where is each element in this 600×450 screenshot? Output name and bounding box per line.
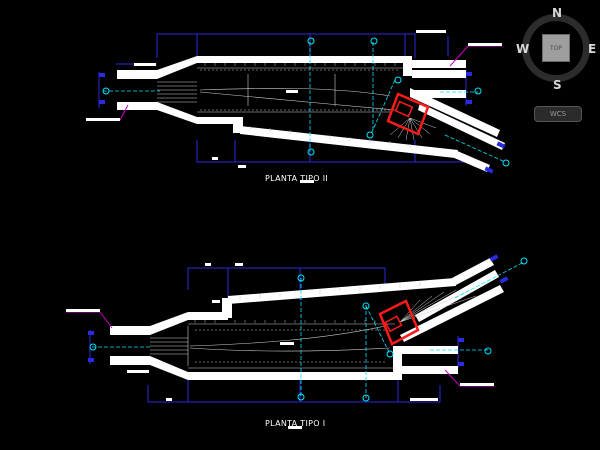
compass-north-label[interactable]: N — [552, 6, 563, 20]
dimension-lines — [98, 33, 467, 163]
axis-marker-icon-bottom — [89, 257, 528, 402]
plan-tipo-i — [66, 254, 528, 429]
viewcube-top-face-icon[interactable]: TOP — [542, 34, 570, 62]
stairs-bottom — [150, 323, 395, 369]
compass-west-label[interactable]: W — [516, 42, 530, 56]
viewcube[interactable]: TOP N S W E — [516, 6, 598, 92]
end-markers — [99, 72, 506, 174]
highlight-element[interactable] — [386, 92, 430, 136]
fan-lines — [389, 117, 437, 141]
stairs — [157, 67, 405, 113]
plan-tipo-ii — [86, 30, 510, 183]
compass-ring-icon[interactable] — [522, 14, 590, 82]
axis-marker-icon — [102, 37, 510, 167]
axis-lines-bottom — [92, 261, 525, 398]
plan-title-tipo-i: PLANTA TIPO I — [265, 419, 326, 428]
tick-marks-bottom — [194, 282, 421, 323]
plan-title-tipo-ii: PLANTA TIPO II — [265, 174, 329, 183]
compass-south-label[interactable]: S — [553, 78, 562, 92]
annotation-labels — [86, 30, 502, 183]
wcs-menu-button[interactable]: WCS — [534, 106, 582, 122]
compass-east-label[interactable]: E — [588, 42, 597, 56]
axis-lines — [103, 42, 506, 163]
end-markers-bottom — [88, 254, 509, 366]
annotation-labels-bottom — [66, 263, 494, 429]
highlight-element-bottom[interactable] — [378, 299, 420, 346]
tick-marks — [204, 63, 411, 148]
